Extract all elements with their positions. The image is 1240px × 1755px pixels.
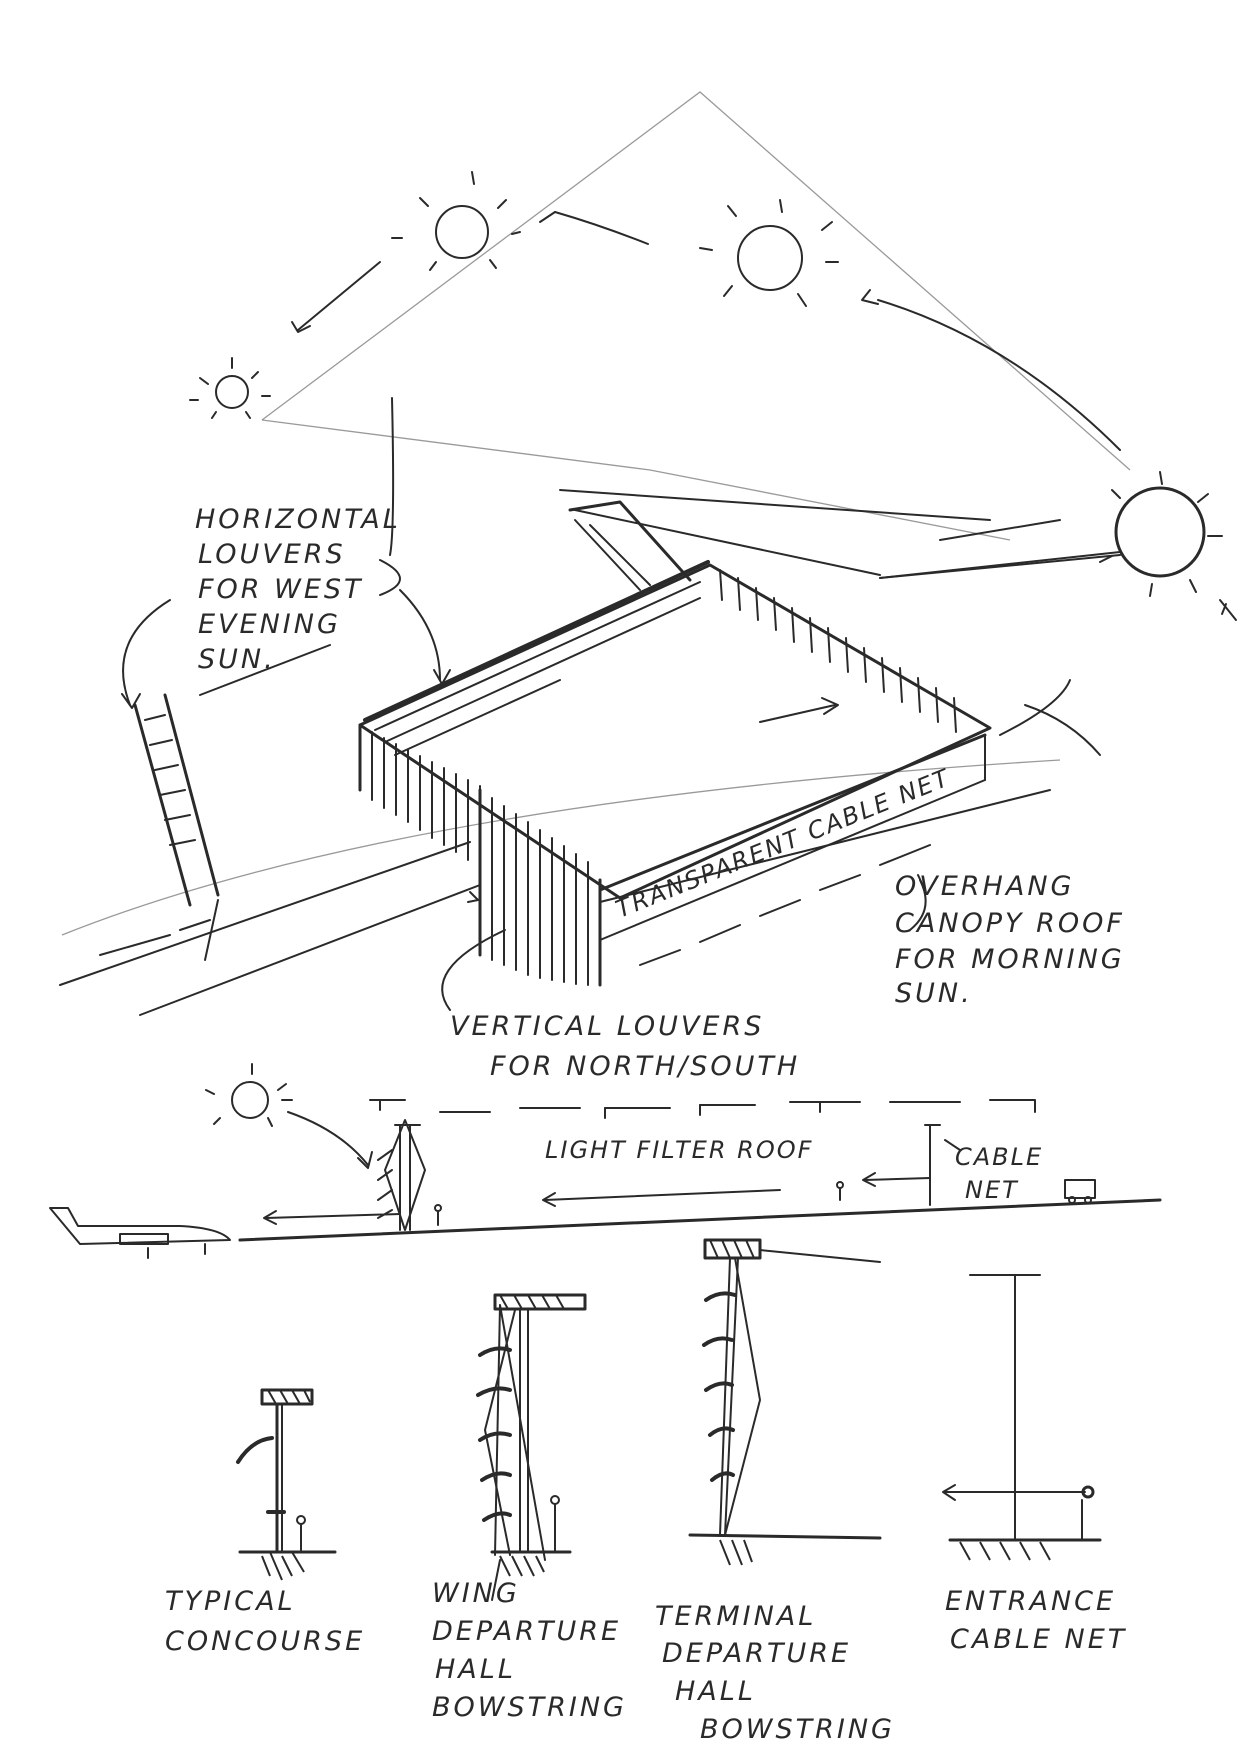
section-label-line: TERMINAL — [655, 1601, 816, 1632]
sun-path — [189, 91, 1237, 621]
annotation-line: CABLE — [955, 1143, 1043, 1171]
sun-icon — [189, 357, 271, 419]
section-label-line: BOWSTRING — [700, 1714, 895, 1745]
label-entrance-cable-net: ENTRANCE CABLE NET — [945, 1586, 1127, 1655]
label-vertical-louvers: VERTICAL LOUVERS FOR NORTH/SOUTH — [450, 1011, 800, 1082]
sun-icon — [391, 171, 521, 271]
section-label-line: HALL — [675, 1676, 756, 1707]
annotation-line: EVENING — [198, 609, 341, 640]
detail-typical-concourse — [236, 1388, 337, 1581]
section-label-line: BOWSTRING — [432, 1692, 627, 1723]
label-wing-departure-hall: WING DEPARTURE HALL BOWSTRING — [432, 1578, 627, 1723]
site-section — [49, 1063, 1162, 1259]
annotation-line: VERTICAL LOUVERS — [450, 1011, 764, 1042]
annotation-line: SUN. — [198, 644, 276, 675]
detail-entrance-cable-net — [942, 1274, 1102, 1561]
annotation-line: OVERHANG — [895, 871, 1074, 902]
section-label-line: DEPARTURE — [662, 1638, 851, 1669]
label-terminal-departure-hall: TERMINAL DEPARTURE HALL BOWSTRING — [655, 1601, 895, 1745]
label-typical-concourse: TYPICAL CONCOURSE — [165, 1586, 365, 1657]
section-label-line: HALL — [435, 1654, 516, 1685]
label-overhang-canopy: OVERHANG CANOPY ROOF FOR MORNING SUN. — [895, 871, 1125, 1009]
sun-icon — [699, 199, 839, 307]
annotation-line: FOR MORNING — [895, 944, 1125, 975]
section-label-line: CABLE NET — [950, 1624, 1127, 1655]
section-label-line: TYPICAL — [165, 1586, 296, 1617]
label-horizontal-louvers: HORIZONTAL LOUVERS FOR WEST EVENING SUN. — [195, 504, 401, 675]
sun-icon — [205, 1063, 293, 1127]
annotation-light-filter-roof: LIGHT FILTER ROOF — [545, 1136, 813, 1164]
annotation-line: FOR NORTH/SOUTH — [490, 1051, 800, 1082]
annotation-line: CANOPY ROOF — [895, 908, 1125, 939]
label-cable-net: CABLE NET — [955, 1143, 1043, 1204]
section-label-line: ENTRANCE — [945, 1586, 1116, 1617]
sun-icon — [1099, 471, 1237, 621]
annotation-line: NET — [965, 1176, 1019, 1204]
annotation-line: LOUVERS — [198, 539, 346, 570]
annotation-line: SUN. — [895, 978, 973, 1009]
section-label-line: DEPARTURE — [432, 1616, 621, 1647]
detail-wing-departure-hall — [476, 1293, 587, 1601]
annotation-line: FOR WEST — [198, 574, 364, 605]
section-label-line: CONCOURSE — [165, 1626, 365, 1657]
annotation-line: HORIZONTAL — [195, 504, 401, 535]
section-label-line: WING — [432, 1578, 520, 1609]
detail-terminal-departure-hall — [688, 1238, 882, 1566]
airplane-icon — [49, 1207, 231, 1259]
axonometric-terminal — [59, 397, 1121, 1016]
